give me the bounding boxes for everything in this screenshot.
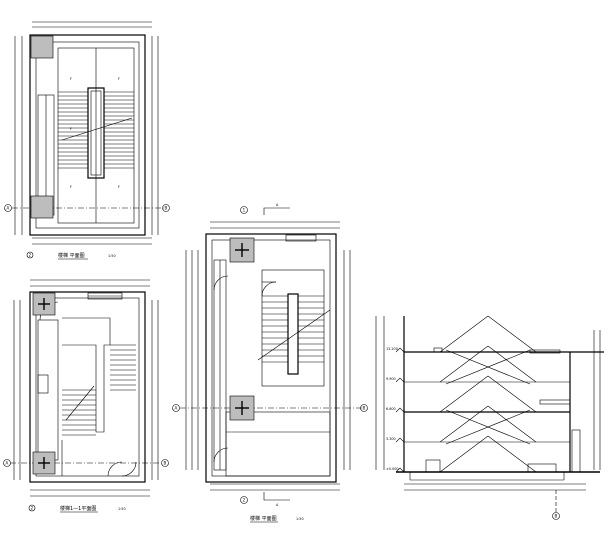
axis-label: B bbox=[165, 206, 168, 211]
level-label: 13.200 bbox=[386, 347, 398, 351]
step-label: F bbox=[70, 77, 72, 81]
axis-label: B bbox=[363, 406, 366, 411]
column-hatch bbox=[229, 237, 255, 263]
axis-label: B bbox=[555, 514, 558, 519]
step-label: F bbox=[70, 127, 72, 131]
plan-scale: 1:50 bbox=[296, 517, 304, 521]
stair-section bbox=[375, 315, 604, 520]
section-mark: A bbox=[276, 203, 279, 207]
step-label: F bbox=[118, 185, 120, 189]
plan-caption: 楼梯1—1平面图 bbox=[60, 505, 96, 512]
section-mark: A bbox=[276, 503, 279, 507]
plan-scale: 1:50 bbox=[118, 507, 126, 511]
plan-caption: 楼梯 平面图 bbox=[250, 515, 277, 522]
plan-bottom-left bbox=[3, 279, 169, 512]
level-label: 6.600 bbox=[386, 407, 396, 411]
axis-label: A bbox=[175, 406, 178, 411]
axis-label: 2 bbox=[243, 498, 246, 503]
column-cross-icon bbox=[38, 298, 50, 469]
plan-top bbox=[4, 21, 170, 259]
step-label: F bbox=[70, 185, 72, 189]
column-hatch bbox=[30, 35, 54, 59]
level-label: 3.300 bbox=[386, 437, 396, 441]
axis-label: 2 bbox=[29, 253, 32, 258]
step-label: F bbox=[118, 77, 120, 81]
axis-label: 1 bbox=[243, 208, 246, 213]
axis-label: 2 bbox=[31, 506, 34, 511]
level-label: ±0.000 bbox=[386, 467, 399, 471]
axis-label: A bbox=[6, 461, 9, 466]
axis-label: A bbox=[7, 206, 10, 211]
axis-label: B bbox=[164, 461, 167, 466]
level-label: 9.900 bbox=[386, 377, 396, 381]
column-cross-icon bbox=[235, 243, 249, 415]
plan-scale: 1:50 bbox=[108, 254, 116, 258]
column-hatch bbox=[30, 195, 54, 219]
plan-caption: 楼梯 平面图 bbox=[58, 252, 85, 259]
plan-middle bbox=[172, 206, 368, 504]
